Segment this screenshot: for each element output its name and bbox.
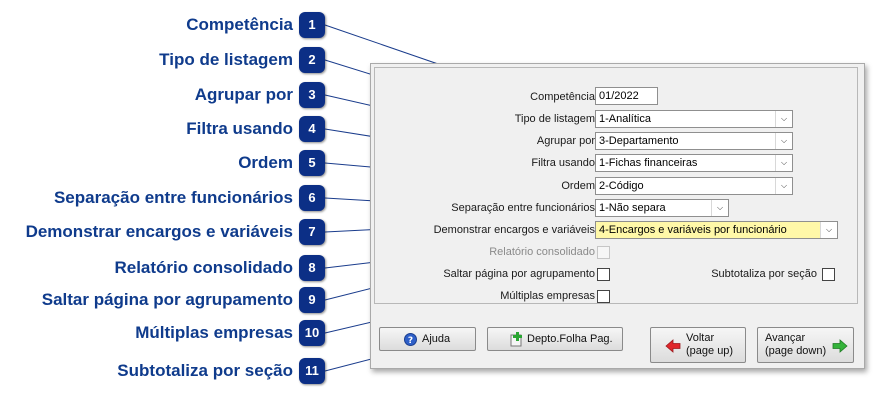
add-icon <box>510 332 522 347</box>
chevron-down-icon[interactable]: ⌵ <box>775 178 792 194</box>
arrow-right-icon <box>832 339 848 353</box>
callout-label-ordem: Ordem <box>238 153 293 172</box>
depto-folha-pag-label: Depto.Folha Pag. <box>527 333 613 345</box>
ordem-select[interactable]: 2-Código ⌵ <box>595 177 793 195</box>
callout-label-saltar-pagina: Saltar página por agrupamento <box>41 290 293 309</box>
callout-label-multiplas-empresas: Múltiplas empresas <box>135 323 293 342</box>
competencia-label: Competência <box>530 91 595 103</box>
callout-label-tipo-listagem: Tipo de listagem <box>159 50 293 69</box>
subtotaliza-label: Subtotaliza por seção <box>711 268 817 280</box>
voltar-hint: (page up) <box>686 345 734 357</box>
callout-badge-6: 6 <box>299 185 325 211</box>
tipo-listagem-select[interactable]: 1-Analítica ⌵ <box>595 110 793 128</box>
chevron-down-icon[interactable]: ⌵ <box>775 133 792 149</box>
depto-folha-pag-button[interactable]: Depto.Folha Pag. <box>487 327 623 351</box>
saltar-pagina-checkbox[interactable] <box>597 268 610 281</box>
callout-badge-1: 1 <box>299 12 325 38</box>
avancar-label: Avançar <box>765 332 806 344</box>
competencia-input[interactable]: 01/2022 <box>595 87 658 105</box>
ordem-value: 2-Código <box>599 180 644 192</box>
ordem-label: Ordem <box>561 180 595 192</box>
tipo-listagem-value: 1-Analítica <box>599 113 651 125</box>
relatorio-consolidado-checkbox <box>597 246 610 259</box>
help-icon: ? <box>404 333 417 346</box>
filtra-usando-value: 1-Fichas financeiras <box>599 157 698 169</box>
chevron-down-icon[interactable]: ⌵ <box>711 200 728 216</box>
callout-badge-9: 9 <box>299 287 325 313</box>
agrupar-por-select[interactable]: 3-Departamento ⌵ <box>595 132 793 150</box>
report-options-panel: Competência 01/2022 Tipo de listagem 1-A… <box>370 63 865 369</box>
callout-badge-7: 7 <box>299 219 325 245</box>
voltar-button[interactable]: Voltar (page up) <box>650 327 746 363</box>
multiplas-empresas-label: Múltiplas empresas <box>500 290 595 302</box>
demonstrar-select[interactable]: 4-Encargos e variáveis por funcionário ⌵ <box>595 221 838 239</box>
callout-badge-4: 4 <box>299 116 325 142</box>
callout-label-separacao: Separação entre funcionários <box>53 188 293 207</box>
callout-label-competencia: Competência <box>186 15 293 34</box>
chevron-down-icon[interactable]: ⌵ <box>820 222 837 238</box>
callout-badge-5: 5 <box>299 150 325 176</box>
callout-badge-3: 3 <box>299 82 325 108</box>
agrupar-por-label: Agrupar por <box>536 135 595 147</box>
voltar-label: Voltar <box>686 332 715 344</box>
tipo-listagem-label: Tipo de listagem <box>514 113 595 125</box>
demonstrar-label: Demonstrar encargos e variáveis <box>433 224 595 236</box>
ajuda-button[interactable]: ? Ajuda <box>379 327 476 351</box>
options-group-box: Competência 01/2022 Tipo de listagem 1-A… <box>374 67 858 304</box>
saltar-pagina-label: Saltar página por agrupamento <box>443 268 595 280</box>
separacao-label: Separação entre funcionários <box>451 202 595 214</box>
multiplas-empresas-checkbox[interactable] <box>597 290 610 303</box>
callout-label-relatorio-consolidado: Relatório consolidado <box>114 258 293 277</box>
callout-badge-2: 2 <box>299 47 325 73</box>
demonstrar-value: 4-Encargos e variáveis por funcionário <box>599 224 787 236</box>
avancar-button[interactable]: Avançar (page down) <box>757 327 854 363</box>
separacao-select[interactable]: 1-Não separa ⌵ <box>595 199 729 217</box>
callout-badge-8: 8 <box>299 255 325 281</box>
callout-badge-11: 11 <box>299 358 325 384</box>
avancar-hint: (page down) <box>765 345 827 357</box>
subtotaliza-checkbox[interactable] <box>822 268 835 281</box>
chevron-down-icon[interactable]: ⌵ <box>775 155 792 171</box>
filtra-usando-label: Filtra usando <box>531 157 595 169</box>
separacao-value: 1-Não separa <box>599 202 666 214</box>
agrupar-por-value: 3-Departamento <box>599 135 679 147</box>
ajuda-label: Ajuda <box>422 333 451 345</box>
callout-label-demonstrar: Demonstrar encargos e variáveis <box>25 222 293 241</box>
svg-text:?: ? <box>408 336 413 346</box>
callout-label-subtotaliza: Subtotaliza por seção <box>117 361 293 380</box>
filtra-usando-select[interactable]: 1-Fichas financeiras ⌵ <box>595 154 793 172</box>
callout-label-filtra-usando: Filtra usando <box>186 119 293 138</box>
callout-badge-10: 10 <box>299 320 325 346</box>
callout-label-agrupar-por: Agrupar por <box>194 85 293 104</box>
arrow-left-icon <box>665 339 681 353</box>
relatorio-consolidado-label: Relatório consolidado <box>489 246 595 258</box>
chevron-down-icon[interactable]: ⌵ <box>775 111 792 127</box>
